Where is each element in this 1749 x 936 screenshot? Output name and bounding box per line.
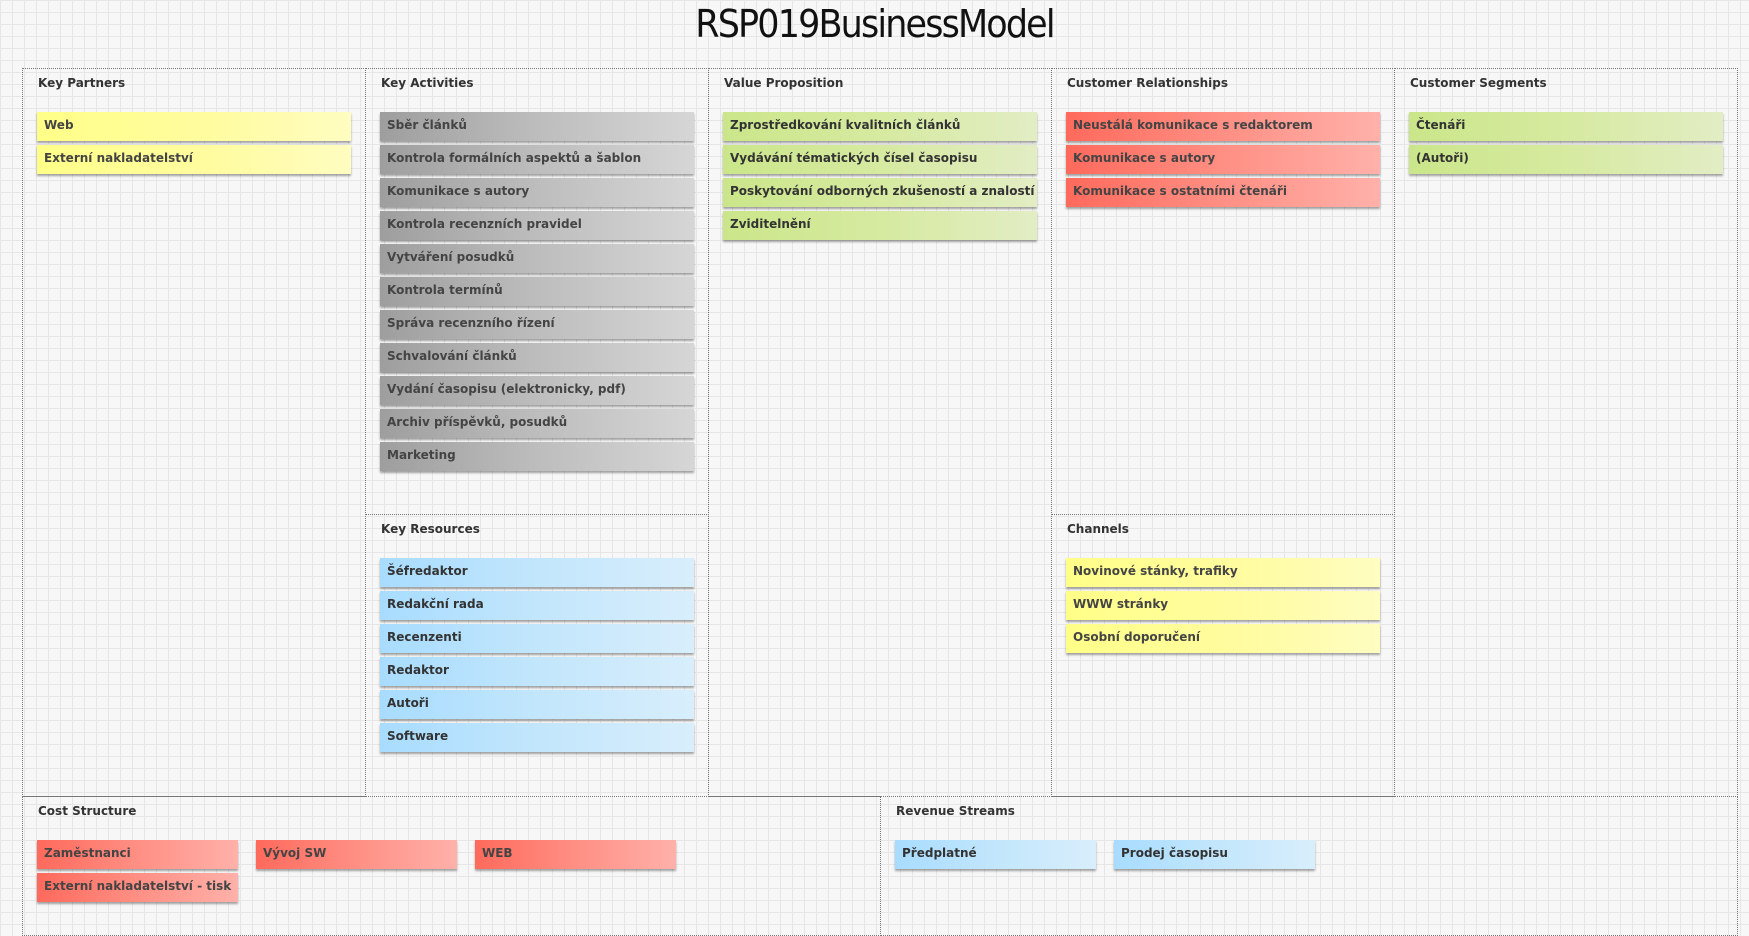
sticky-note[interactable]: Externí nakladatelství - tisk <box>37 873 238 902</box>
channels-notes: Novinové stánky, trafiky WWW stránky Oso… <box>1066 558 1380 657</box>
key-partners-title: Key Partners <box>38 76 126 90</box>
channels-section: Channels Novinové stánky, trafiky WWW st… <box>1051 514 1395 797</box>
sticky-note[interactable]: (Autoři) <box>1409 145 1723 174</box>
sticky-note[interactable]: Archiv příspěvků, posudků <box>380 409 694 438</box>
value-proposition-section: Value Proposition Zprostředkování kvalit… <box>708 68 1052 797</box>
key-activities-section: Key Activities Sběr článků Kontrola form… <box>365 68 709 515</box>
key-activities-notes: Sběr článků Kontrola formálních aspektů … <box>380 112 694 475</box>
sticky-note[interactable]: Kontrola termínů <box>380 277 694 306</box>
cost-structure-section: Cost Structure Zaměstnanci Vývoj SW WEB … <box>22 796 881 936</box>
key-resources-section: Key Resources Šéfredaktor Redakční rada … <box>365 514 709 797</box>
customer-segments-section: Customer Segments Čtenáři (Autoři) <box>1394 68 1738 797</box>
sticky-note[interactable]: Zprostředkování kvalitních článků <box>723 112 1037 141</box>
customer-relationships-notes: Neustálá komunikace s redaktorem Komunik… <box>1066 112 1380 211</box>
sticky-note[interactable]: Sběr článků <box>380 112 694 141</box>
sticky-note[interactable]: Recenzenti <box>380 624 694 653</box>
sticky-note[interactable]: Externí nakladatelství <box>37 145 351 174</box>
sticky-note[interactable]: Web <box>37 112 351 141</box>
sticky-note[interactable]: Správa recenzního řízení <box>380 310 694 339</box>
key-resources-title: Key Resources <box>381 522 480 536</box>
sticky-note[interactable]: Neustálá komunikace s redaktorem <box>1066 112 1380 141</box>
sticky-note[interactable]: Osobní doporučení <box>1066 624 1380 653</box>
sticky-note[interactable]: Zviditelnění <box>723 211 1037 240</box>
customer-relationships-title: Customer Relationships <box>1067 76 1228 90</box>
revenue-streams-notes-row: Předplatné Prodej časopisu <box>895 840 1315 869</box>
sticky-note[interactable]: Vytváření posudků <box>380 244 694 273</box>
sticky-note[interactable]: Redaktor <box>380 657 694 686</box>
channels-title: Channels <box>1067 522 1129 536</box>
sticky-note[interactable]: Novinové stánky, trafiky <box>1066 558 1380 587</box>
revenue-streams-title: Revenue Streams <box>896 804 1015 818</box>
sticky-note[interactable]: Komunikace s autory <box>380 178 694 207</box>
sticky-note[interactable]: Vydání časopisu (elektronicky, pdf) <box>380 376 694 405</box>
canvas-title: RSP019BusinessModel <box>695 2 1055 46</box>
sticky-note[interactable]: Schvalování článků <box>380 343 694 372</box>
customer-segments-title: Customer Segments <box>1410 76 1547 90</box>
sticky-note[interactable]: Vývoj SW <box>256 840 457 869</box>
key-activities-title: Key Activities <box>381 76 474 90</box>
cost-structure-notes-row-1: Zaměstnanci Vývoj SW WEB <box>37 840 676 869</box>
sticky-note[interactable]: Marketing <box>380 442 694 471</box>
sticky-note[interactable]: Šéfredaktor <box>380 558 694 587</box>
sticky-note[interactable]: Čtenáři <box>1409 112 1723 141</box>
sticky-note[interactable]: WWW stránky <box>1066 591 1380 620</box>
revenue-streams-section: Revenue Streams Předplatné Prodej časopi… <box>880 796 1738 936</box>
customer-relationships-section: Customer Relationships Neustálá komunika… <box>1051 68 1395 515</box>
cost-structure-title: Cost Structure <box>38 804 137 818</box>
cost-structure-notes-row-2: Externí nakladatelství - tisk <box>37 873 238 902</box>
sticky-note[interactable]: Autoři <box>380 690 694 719</box>
sticky-note[interactable]: WEB <box>475 840 676 869</box>
sticky-note[interactable]: Zaměstnanci <box>37 840 238 869</box>
value-proposition-title: Value Proposition <box>724 76 844 90</box>
sticky-note[interactable]: Předplatné <box>895 840 1096 869</box>
sticky-note[interactable]: Komunikace s autory <box>1066 145 1380 174</box>
sticky-note[interactable]: Redakční rada <box>380 591 694 620</box>
key-partners-notes: Web Externí nakladatelství <box>37 112 351 178</box>
sticky-note[interactable]: Software <box>380 723 694 752</box>
sticky-note[interactable]: Poskytování odborných zkušeností a znalo… <box>723 178 1037 207</box>
customer-segments-notes: Čtenáři (Autoři) <box>1409 112 1723 178</box>
value-proposition-notes: Zprostředkování kvalitních článků Vydává… <box>723 112 1037 244</box>
key-partners-section: Key Partners Web Externí nakladatelství <box>22 68 366 797</box>
sticky-note[interactable]: Vydávání tématických čísel časopisu <box>723 145 1037 174</box>
key-resources-notes: Šéfredaktor Redakční rada Recenzenti Red… <box>380 558 694 756</box>
sticky-note[interactable]: Komunikace s ostatními čtenáři <box>1066 178 1380 207</box>
sticky-note[interactable]: Kontrola formálních aspektů a šablon <box>380 145 694 174</box>
sticky-note[interactable]: Prodej časopisu <box>1114 840 1315 869</box>
sticky-note[interactable]: Kontrola recenzních pravidel <box>380 211 694 240</box>
